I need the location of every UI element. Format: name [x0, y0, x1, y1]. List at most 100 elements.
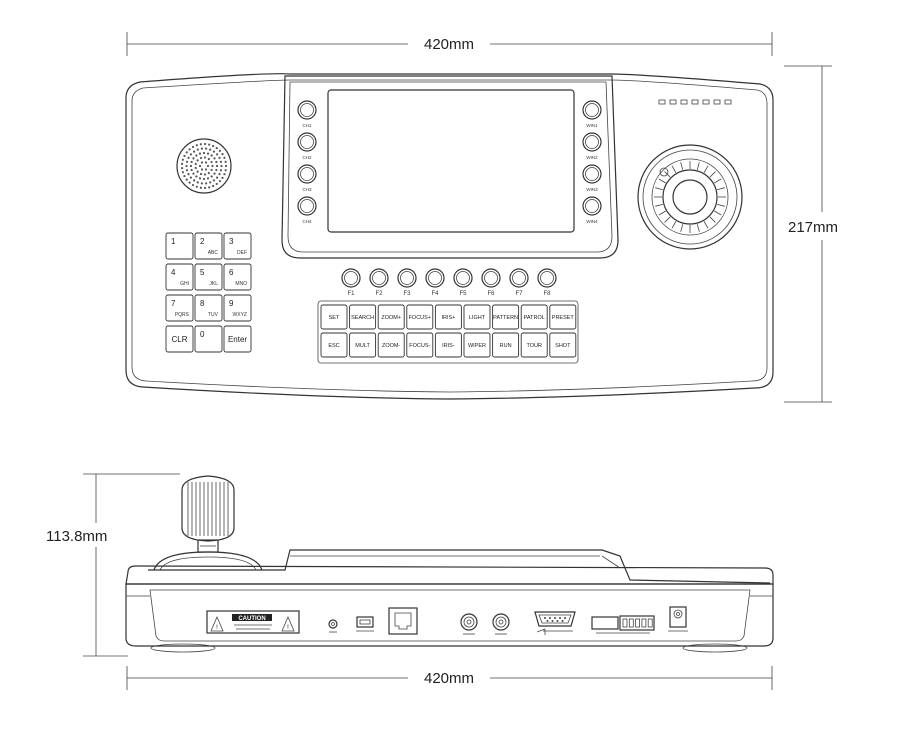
function-key[interactable]: F2	[369, 268, 389, 297]
control-key[interactable]: ZOOM-	[377, 332, 405, 358]
terminal-block	[591, 615, 655, 634]
control-key-label: PATROL	[524, 315, 545, 321]
side-button-label: CH4	[302, 219, 311, 224]
keypad-key-label: 0	[200, 330, 205, 339]
side-button-1[interactable]: CH2	[297, 132, 317, 160]
control-key-label: FOCUS-	[409, 343, 430, 349]
usb-port	[356, 616, 374, 632]
side-button-label: WIN3	[586, 187, 598, 192]
top-width-label: 420mm	[424, 36, 474, 53]
caution-text: CAUTION	[238, 616, 265, 622]
keypad-key[interactable]: Enter	[223, 325, 252, 353]
side-button-label: WIN1	[586, 123, 598, 128]
control-key[interactable]: PATTERN	[492, 304, 520, 330]
dc-power-jack	[668, 606, 688, 632]
function-key-label: F1	[347, 291, 355, 297]
keypad-key-label: 8	[200, 299, 205, 308]
control-key[interactable]: PRESET	[549, 304, 577, 330]
keypad-key[interactable]: 0	[194, 325, 223, 353]
side-button-1[interactable]: WIN2	[582, 132, 602, 160]
control-key[interactable]: WIPER	[463, 332, 491, 358]
control-key-label: WIPER	[468, 343, 486, 349]
keypad-key-label: 6	[229, 268, 234, 277]
control-key[interactable]: IRIS-	[434, 332, 462, 358]
lcd-screen	[327, 89, 575, 233]
power-switch[interactable]	[328, 619, 338, 633]
side-button-2[interactable]: CH3	[297, 164, 317, 192]
control-key-label: ZOOM+	[381, 315, 401, 321]
control-key[interactable]: PATROL	[520, 304, 548, 330]
side-button-label: WIN2	[586, 155, 598, 160]
control-key[interactable]: LIGHT	[463, 304, 491, 330]
control-key-label: IRIS+	[441, 315, 455, 321]
control-key-label: FOCUS+	[409, 315, 431, 321]
control-key[interactable]: SEARCH	[349, 304, 377, 330]
control-key[interactable]: MULT	[349, 332, 377, 358]
svg-text:!: !	[287, 625, 289, 631]
keypad-key-sublabel: MNO	[235, 281, 247, 287]
bnc-connector-2	[492, 613, 510, 635]
control-key-label: IRIS-	[442, 343, 455, 349]
function-key[interactable]: F1	[341, 268, 361, 297]
joystick-top[interactable]	[637, 144, 743, 250]
control-key-label: TOUR	[526, 343, 542, 349]
joystick-side[interactable]	[153, 475, 263, 571]
side-button-2[interactable]: WIN3	[582, 164, 602, 192]
keypad-key-sublabel: TUV	[208, 312, 219, 318]
side-height-dimension: 113.8mm	[46, 473, 180, 657]
side-button-label: CH2	[302, 155, 311, 160]
side-button-0[interactable]: CH1	[297, 100, 317, 128]
side-button-0[interactable]: WIN1	[582, 100, 602, 128]
control-key-label: SHOT	[555, 343, 571, 349]
control-key[interactable]: FOCUS+	[406, 304, 434, 330]
control-key[interactable]: RUN	[492, 332, 520, 358]
keyboard-rear-view: ! ! CAUTION	[125, 475, 774, 653]
side-button-3[interactable]: CH4	[297, 196, 317, 224]
control-key-label: MULT	[355, 343, 370, 349]
side-button-3[interactable]: WIN4	[582, 196, 602, 224]
keypad-key-label: CLR	[171, 335, 187, 344]
control-key[interactable]: ZOOM+	[377, 304, 405, 330]
keypad-key[interactable]: 1	[165, 232, 194, 260]
control-key[interactable]: TOUR	[520, 332, 548, 358]
keypad-key-label: 5	[200, 268, 205, 277]
function-key[interactable]: F4	[425, 268, 445, 297]
bottom-width-dimension: 420mm	[126, 666, 773, 690]
control-key-label: RUN	[500, 343, 512, 349]
control-key[interactable]: SET	[320, 304, 348, 330]
keypad-key[interactable]: CLR	[165, 325, 194, 353]
keypad-key-sublabel: PQRS	[175, 312, 190, 318]
keypad-key-label: 2	[200, 237, 205, 246]
network-port	[388, 607, 418, 635]
keypad-key-label: 1	[171, 237, 176, 246]
function-key-label: F7	[515, 291, 523, 297]
function-key[interactable]: F6	[481, 268, 501, 297]
keypad-key-sublabel: DEF	[237, 250, 247, 256]
control-key[interactable]: IRIS+	[434, 304, 462, 330]
function-key[interactable]: F8	[537, 268, 557, 297]
keypad-key-label: 7	[171, 299, 176, 308]
function-key-label: F3	[403, 291, 411, 297]
function-key-label: F2	[375, 291, 383, 297]
function-key[interactable]: F5	[453, 268, 473, 297]
control-key[interactable]: SHOT	[549, 332, 577, 358]
control-key[interactable]: FOCUS-	[406, 332, 434, 358]
keypad-key-label: 3	[229, 237, 234, 246]
function-key[interactable]: F3	[397, 268, 417, 297]
function-key-label: F5	[459, 291, 467, 297]
function-key[interactable]: F7	[509, 268, 529, 297]
control-key[interactable]: ESC	[320, 332, 348, 358]
keypad-key-label: Enter	[228, 335, 247, 344]
keypad-key-label: 4	[171, 268, 176, 277]
